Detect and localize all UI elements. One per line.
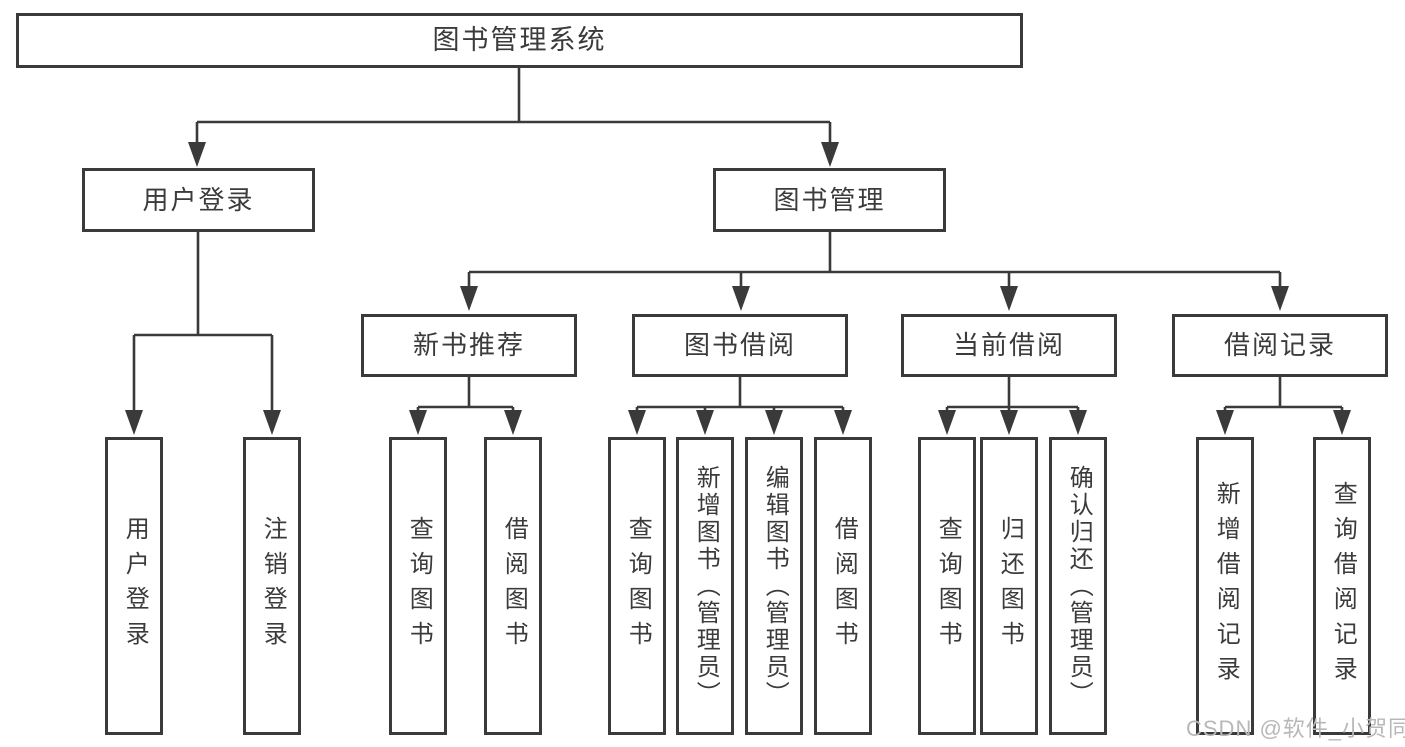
node-leaf-borrow-books-recommend: 借阅图书: [484, 437, 542, 735]
node-borrowing-records: 借阅记录: [1172, 314, 1388, 377]
node-leaf-add-borrow-record: 新增借阅记录: [1196, 437, 1254, 735]
node-leaf-logout: 注销登录: [243, 437, 301, 735]
node-book-borrowing: 图书借阅: [632, 314, 848, 377]
node-leaf-query-books-recommend: 查询图书: [389, 437, 447, 735]
node-current-borrowing: 当前借阅: [901, 314, 1117, 377]
node-leaf-borrow-books-borrowing: 借阅图书: [814, 437, 872, 735]
watermark-text: CSDN @软件_小贺同学: [1186, 716, 1405, 741]
node-leaf-query-borrow-record: 查询借阅记录: [1313, 437, 1371, 735]
node-leaf-query-books-borrowing: 查询图书: [608, 437, 666, 735]
node-leaf-user-login: 用户登录: [105, 437, 163, 735]
node-leaf-return-books: 归还图书: [980, 437, 1038, 735]
node-leaf-edit-book-admin: 编辑图书（管理员）: [745, 437, 803, 735]
node-leaf-add-book-admin: 新增图书（管理员）: [676, 437, 734, 735]
node-user-login: 用户登录: [82, 168, 315, 232]
arrowheads: [125, 142, 1351, 435]
node-book-management: 图书管理: [713, 168, 946, 232]
node-leaf-query-books-current: 查询图书: [918, 437, 976, 735]
node-leaf-confirm-return-admin: 确认归还（管理员）: [1049, 437, 1107, 735]
node-new-book-recommend: 新书推荐: [361, 314, 577, 377]
node-library-management-system: 图书管理系统: [16, 13, 1023, 68]
